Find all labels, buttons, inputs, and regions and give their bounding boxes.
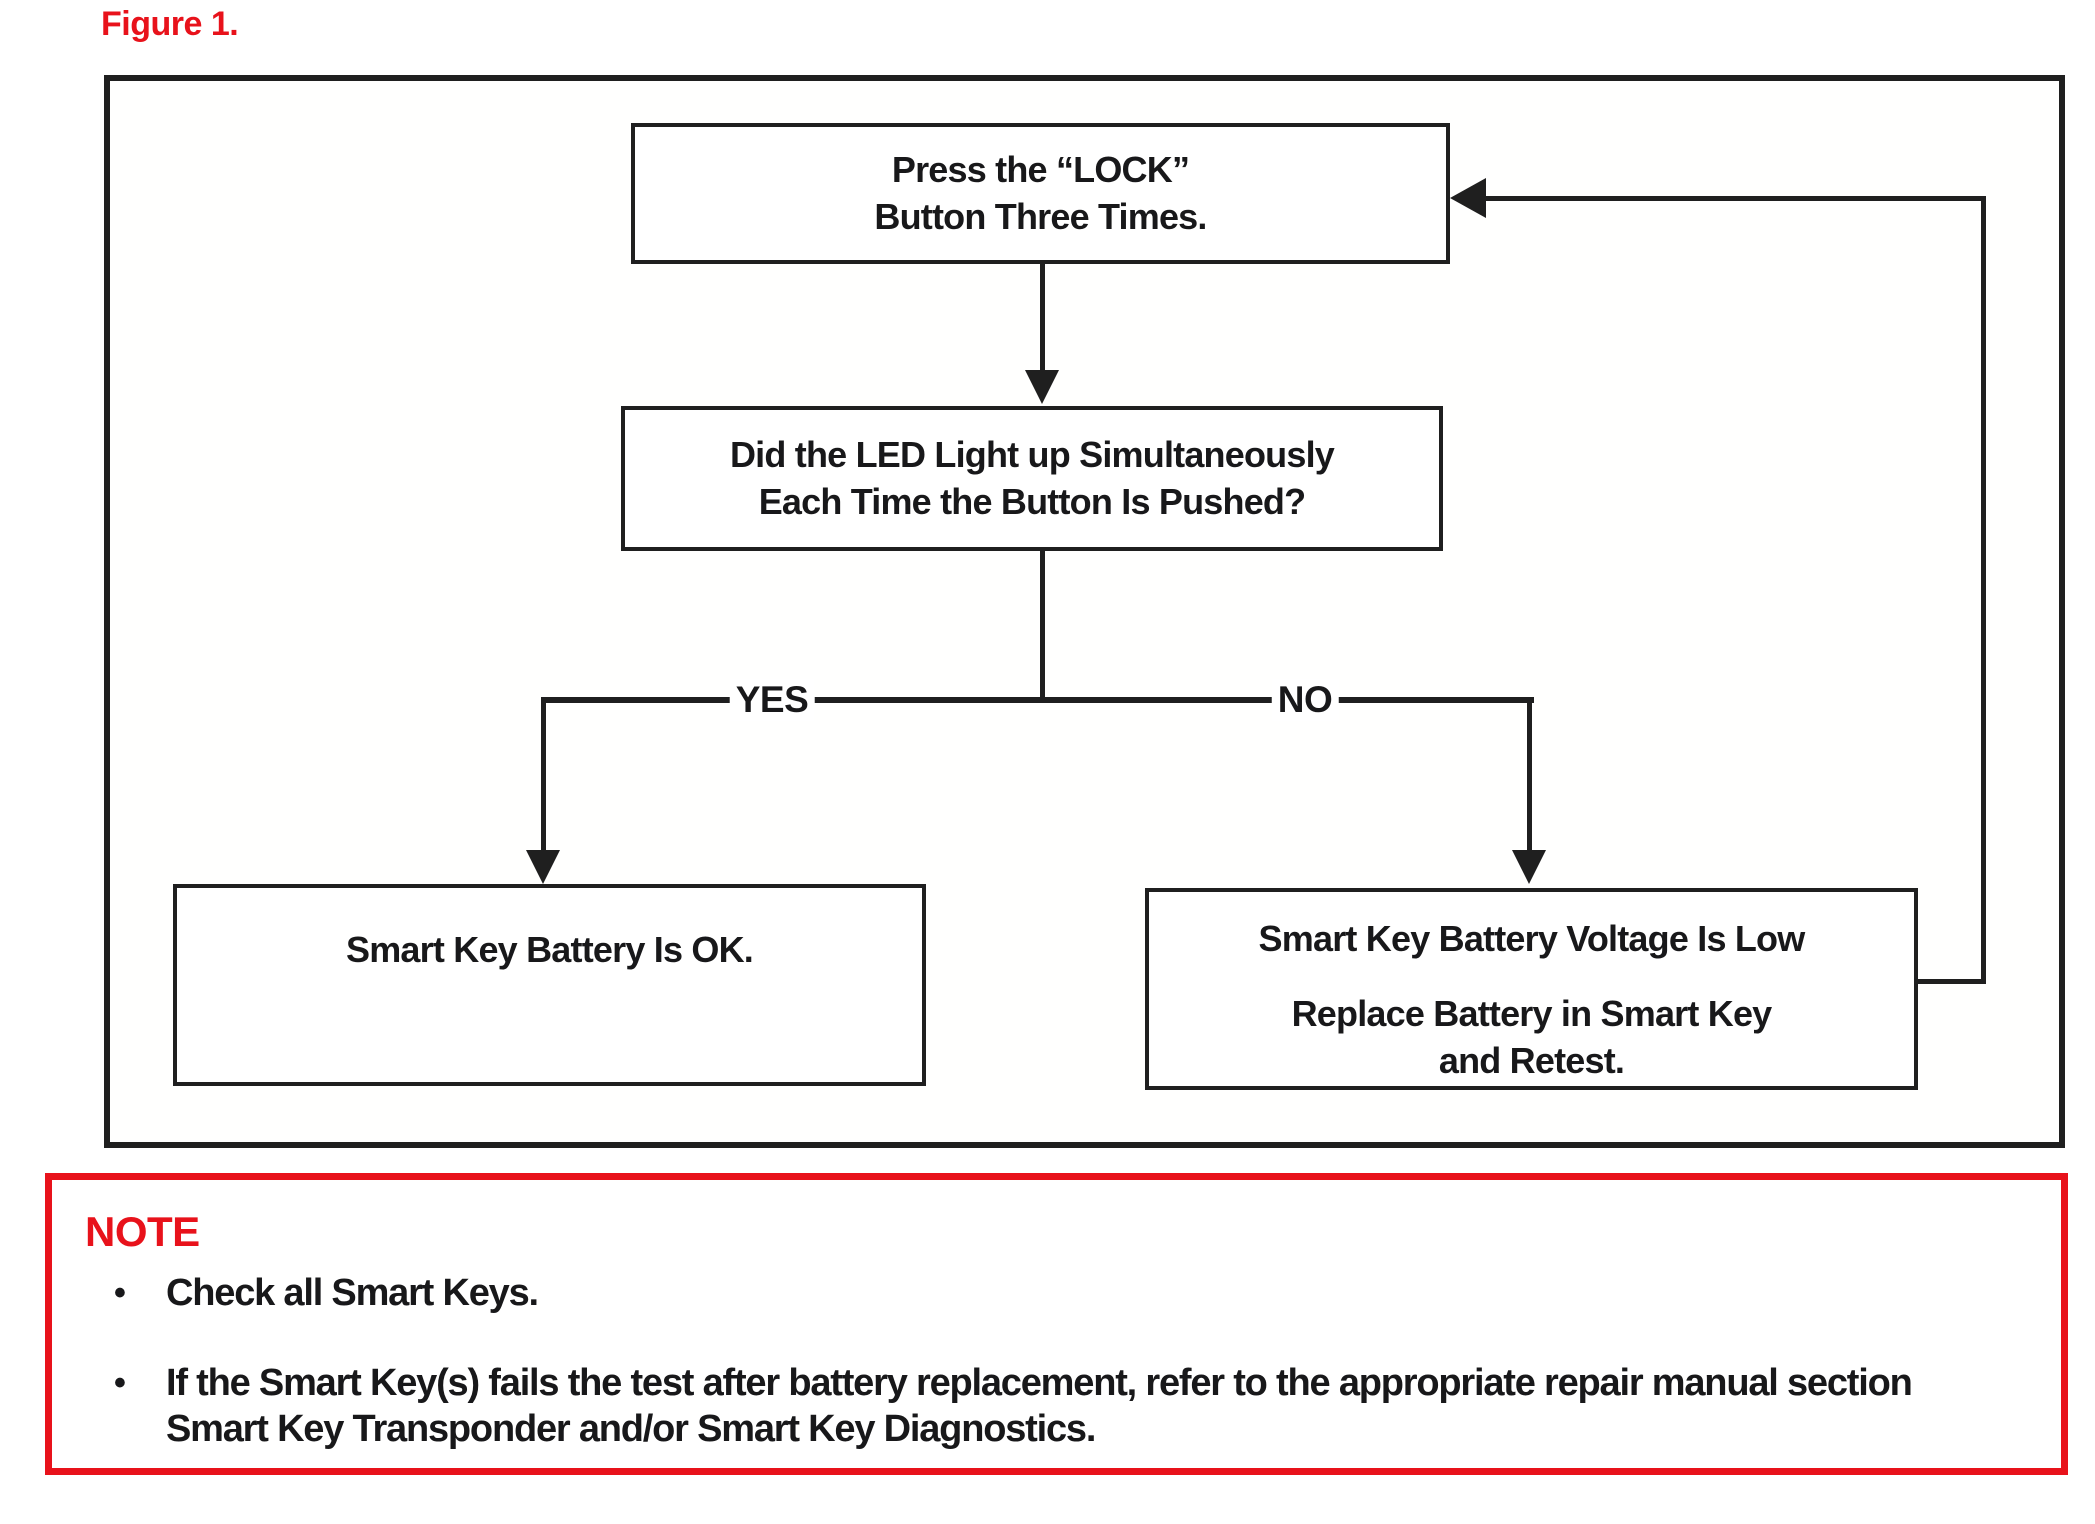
connector-feedback-up <box>1981 196 1986 984</box>
note-box: NOTE • Check all Smart Keys. • If the Sm… <box>45 1173 2068 1475</box>
decision-led-line1: Did the LED Light up Simultaneously <box>729 433 1335 475</box>
result-battery-low-line2: Replace Battery in Smart Key <box>1291 992 1773 1034</box>
connector-start-to-decision <box>1040 264 1045 372</box>
note-bullet-check-keys-text: Check all Smart Keys. <box>166 1272 539 1314</box>
bullet-icon: • <box>114 1274 126 1312</box>
arrowhead-left-into-start <box>1450 178 1486 218</box>
connector-feedback-top <box>1486 196 1986 201</box>
connector-no-drop <box>1527 697 1532 850</box>
note-bullet-check-keys: • Check all Smart Keys. <box>114 1270 539 1316</box>
flowchart-decision-led: Did the LED Light up Simultaneously Each… <box>621 406 1443 551</box>
result-battery-low-line3: and Retest. <box>1438 1039 1625 1081</box>
note-bullet-retest-refer-text: If the Smart Key(s) fails the test after… <box>166 1362 1913 1451</box>
step-press-lock-line2: Button Three Times. <box>874 195 1207 237</box>
step-press-lock-line1: Press the “LOCK” <box>891 148 1190 190</box>
decision-led-line2: Each Time the Button Is Pushed? <box>758 480 1306 522</box>
branch-line <box>543 697 1534 703</box>
flowchart-step-press-lock: Press the “LOCK” Button Three Times. <box>631 123 1450 264</box>
result-battery-ok-text: Smart Key Battery Is OK. <box>346 928 754 970</box>
bullet-icon: • <box>114 1364 126 1402</box>
connector-feedback-out <box>1918 979 1986 984</box>
arrowhead-down-yes <box>526 850 560 884</box>
result-battery-low-line1: Smart Key Battery Voltage Is Low <box>1258 918 1806 959</box>
figure-label: Figure 1. <box>101 5 239 43</box>
branch-label-yes: YES <box>729 679 815 721</box>
connector-yes-drop <box>541 697 546 850</box>
flowchart-result-battery-low: Smart Key Battery Voltage Is Low Replace… <box>1145 888 1918 1090</box>
connector-decision-to-branch <box>1040 551 1045 697</box>
arrowhead-down-no <box>1512 850 1546 884</box>
note-bullet-retest-refer: • If the Smart Key(s) fails the test aft… <box>114 1360 1976 1453</box>
flowchart-result-battery-ok: Smart Key Battery Is OK. <box>173 884 926 1086</box>
note-title: NOTE <box>85 1208 200 1255</box>
arrowhead-down-into-decision <box>1025 370 1059 404</box>
branch-label-no: NO <box>1271 679 1339 721</box>
